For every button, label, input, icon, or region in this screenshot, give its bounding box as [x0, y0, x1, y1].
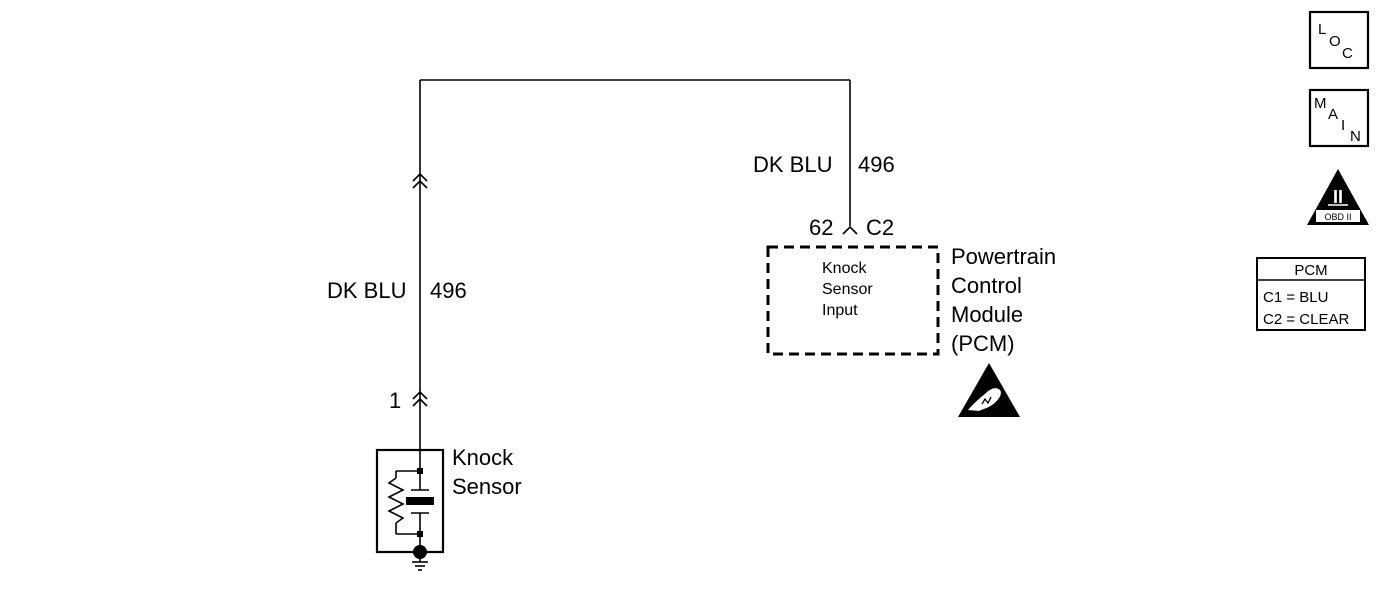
pcm-title-line2: Control [951, 273, 1022, 298]
pcm-title-line1: Powertrain [951, 244, 1056, 269]
main-icon-a: A [1328, 106, 1338, 123]
sensor-pin-number: 1 [389, 388, 401, 413]
obd-ii-caption: OBD II [1324, 212, 1351, 222]
loc-icon[interactable]: L O C [1308, 10, 1370, 70]
pcm-connector-legend: PCM C1 = BLU C2 = CLEAR [1256, 257, 1366, 331]
inline-connector-upper [412, 172, 428, 189]
obd-ii-roman: II [1333, 187, 1343, 207]
inline-connector-lower [412, 390, 428, 407]
pcm-input-line1: Knock [822, 260, 867, 277]
main-icon[interactable]: M A I N [1308, 88, 1370, 148]
pcm-title-line4: (PCM) [951, 331, 1015, 356]
loc-icon-o: O [1329, 33, 1341, 50]
legend-row2: C2 = CLEAR [1263, 311, 1349, 328]
pcm-pin-number: 62 [809, 215, 833, 240]
legend-title: PCM [1294, 262, 1327, 279]
pcm-pin-chevron [842, 225, 858, 235]
main-icon-n: N [1350, 128, 1361, 145]
pcm-connector-id: C2 [866, 215, 894, 240]
obd-ii-icon[interactable]: II OBD II [1307, 169, 1369, 225]
pcm-title-line3: Module [951, 302, 1023, 327]
main-icon-m: M [1314, 95, 1327, 112]
sensor-title-line2: Sensor [452, 474, 522, 499]
loc-icon-c: C [1342, 45, 1353, 62]
pcm-input-line2: Sensor [822, 281, 873, 298]
right-wire-color: DK BLU [753, 152, 832, 177]
sensor-title-line1: Knock [452, 445, 514, 470]
legend-row1: C1 = BLU [1263, 289, 1328, 306]
main-icon-i: I [1341, 117, 1345, 134]
right-wire-circuit: 496 [858, 152, 895, 177]
esd-sensitive-icon [958, 363, 1020, 417]
left-wire-circuit: 496 [430, 278, 467, 303]
pcm-box [766, 245, 940, 356]
circuit-496-wire [419, 79, 851, 450]
loc-icon-l: L [1318, 21, 1326, 38]
left-wire-color: DK BLU [327, 278, 406, 303]
knock-sensor-symbol [375, 448, 445, 571]
pcm-input-line3: Input [822, 302, 858, 319]
